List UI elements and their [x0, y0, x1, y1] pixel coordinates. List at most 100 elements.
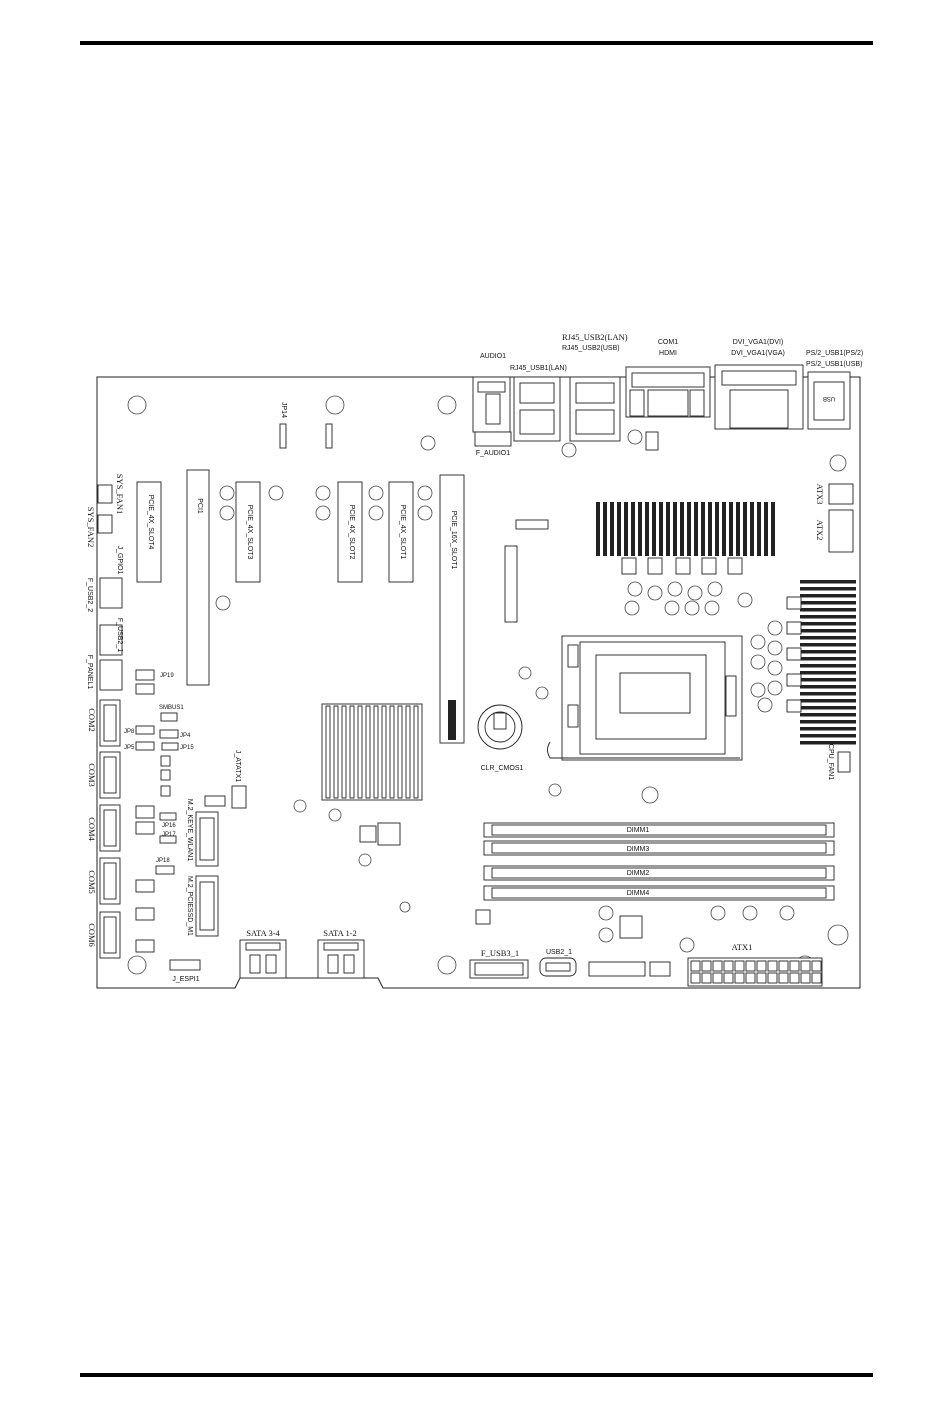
label-f-usb3-1: F_USB3_1	[481, 948, 519, 958]
label-jp14: JP14	[280, 402, 287, 418]
mounting-holes	[127, 395, 849, 975]
label-rj45-usb2-lan: RJ45_USB2(LAN)	[562, 332, 628, 342]
board-outline	[96, 376, 861, 989]
label-com6: COM6	[87, 923, 97, 947]
sys-fan1-header	[97, 484, 113, 504]
label-m2-ssd: M.2_PCIESSD_M1	[186, 876, 193, 936]
svg-text:USB: USB	[823, 395, 835, 401]
pcie-x4-slot4	[136, 481, 162, 583]
label-f-audio1: F_AUDIO1	[476, 450, 510, 457]
label-com2: COM2	[87, 708, 97, 732]
label-dimm2: DIMM2	[627, 870, 650, 877]
cpu-fan1-header	[837, 751, 851, 773]
pcie-x4-slot3	[235, 481, 261, 583]
label-dimm1: DIMM1	[627, 827, 650, 834]
chipset-heatsink	[321, 703, 423, 801]
smbus1-header	[160, 712, 178, 722]
usb-header-b	[649, 961, 671, 977]
jp17-header	[159, 835, 177, 844]
jp14-header	[279, 423, 287, 449]
vrm-heatsink	[596, 502, 775, 575]
label-usb2-1: USB2_1	[546, 949, 572, 956]
j-espi1-header	[169, 959, 201, 971]
chip-a	[359, 825, 377, 843]
label-j-atatx1: J_ATATX1	[234, 750, 241, 782]
jp5-header	[135, 741, 155, 751]
label-atx2: ATX2	[815, 520, 825, 541]
label-cpu-fan1: CPU_FAN1	[827, 744, 834, 780]
f-panel1-header	[99, 659, 123, 691]
label-sys-fan1: SYS_FAN1	[115, 474, 125, 514]
label-dimm4: DIMM4	[627, 890, 650, 897]
top-rule	[80, 41, 873, 45]
label-pci1: PCI1	[196, 498, 203, 514]
label-jp4: JP4	[180, 733, 191, 739]
label-m2-wlan: M.2_KEYE_WLAN1	[186, 799, 193, 861]
jp14-header-b	[325, 423, 333, 449]
chip-c	[475, 909, 491, 925]
label-rj45-usb2-usb: RJ45_USB2(USB)	[562, 345, 620, 352]
sys-fan2-header	[97, 514, 113, 534]
label-jp18: JP18	[156, 858, 170, 864]
label-jp8: JP8	[124, 729, 135, 735]
jp15-header	[161, 742, 179, 751]
dimm-slots	[483, 822, 835, 901]
bottom-rule	[80, 1373, 873, 1377]
label-slot2: PCIE_4X_SLOT2	[348, 505, 355, 560]
atx3-connector	[828, 483, 854, 505]
label-smbus1: SMBUS1	[159, 705, 184, 711]
jp19-header	[135, 669, 155, 681]
label-com1: COM1	[658, 339, 678, 346]
pcie-x4-slot1	[388, 481, 414, 583]
label-com4: COM4	[87, 817, 97, 841]
chip-d	[619, 915, 643, 939]
capacitors	[215, 435, 795, 953]
f-usb2-1-header	[99, 624, 123, 656]
label-sata34: SATA 3-4	[246, 928, 280, 938]
label-jp15: JP15	[180, 745, 194, 751]
label-slot3: PCIE_4X_SLOT3	[246, 505, 253, 560]
label-ps2-usb1-usb: PS/2_USB1(USB)	[806, 361, 862, 368]
label-com3: COM3	[87, 763, 97, 787]
j-gpio1-header	[99, 577, 123, 609]
pcie-x16-slot1	[439, 474, 465, 744]
label-j-gpio1: J_GPIO1	[116, 546, 123, 575]
label-slot1: PCIE_4X_SLOT1	[399, 505, 406, 560]
label-f-usb2-1: F_USB2_1	[116, 618, 123, 652]
label-j-espi1: J_ESPI1	[172, 976, 199, 983]
atx2-connector	[828, 509, 854, 553]
jp18-header	[155, 865, 175, 875]
label-com5: COM5	[87, 870, 97, 894]
label-jp19: JP19	[160, 673, 174, 679]
f-audio1-header	[474, 431, 512, 447]
label-jp5: JP5	[124, 745, 135, 751]
jp8-header	[135, 725, 155, 735]
small-connector	[515, 519, 549, 530]
label-jp17: JP17	[162, 832, 176, 838]
pcie-x4-slot2	[337, 481, 363, 583]
label-f-usb2-2: F_USB2_2	[86, 578, 93, 612]
jp16-header	[159, 812, 177, 821]
label-dimm3: DIMM3	[627, 846, 650, 853]
rear-io: USB	[472, 364, 851, 458]
label-ps2-usb1-ps2: PS/2_USB1(PS/2)	[806, 350, 863, 357]
j-atatx1-header	[231, 785, 247, 809]
label-rj45-usb1: RJ45_USB1(LAN)	[510, 365, 567, 372]
label-sata12: SATA 1-2	[323, 928, 357, 938]
right-heatsink	[786, 580, 856, 745]
label-f-panel1: F_PANEL1	[86, 655, 93, 690]
label-jp16: JP16	[162, 823, 176, 829]
label-atx3: ATX3	[815, 484, 825, 505]
pci1-slot	[186, 469, 210, 686]
label-clr-cmos1: CLR_CMOS1	[481, 765, 524, 772]
label-sys-fan2: SYS_FAN2	[86, 507, 96, 547]
usb-header-a	[588, 961, 646, 977]
label-slot4: PCIE_4X_SLOT4	[147, 495, 154, 550]
label-hdmi: HDMI	[659, 350, 677, 357]
label-dvi-vga-vga: DVI_VGA1(VGA)	[731, 350, 785, 357]
label-dvi-vga-dvi: DVI_VGA1(DVI)	[733, 339, 784, 346]
chip-b	[377, 822, 401, 846]
cpu-socket	[547, 635, 743, 761]
jp4-header	[159, 729, 179, 739]
